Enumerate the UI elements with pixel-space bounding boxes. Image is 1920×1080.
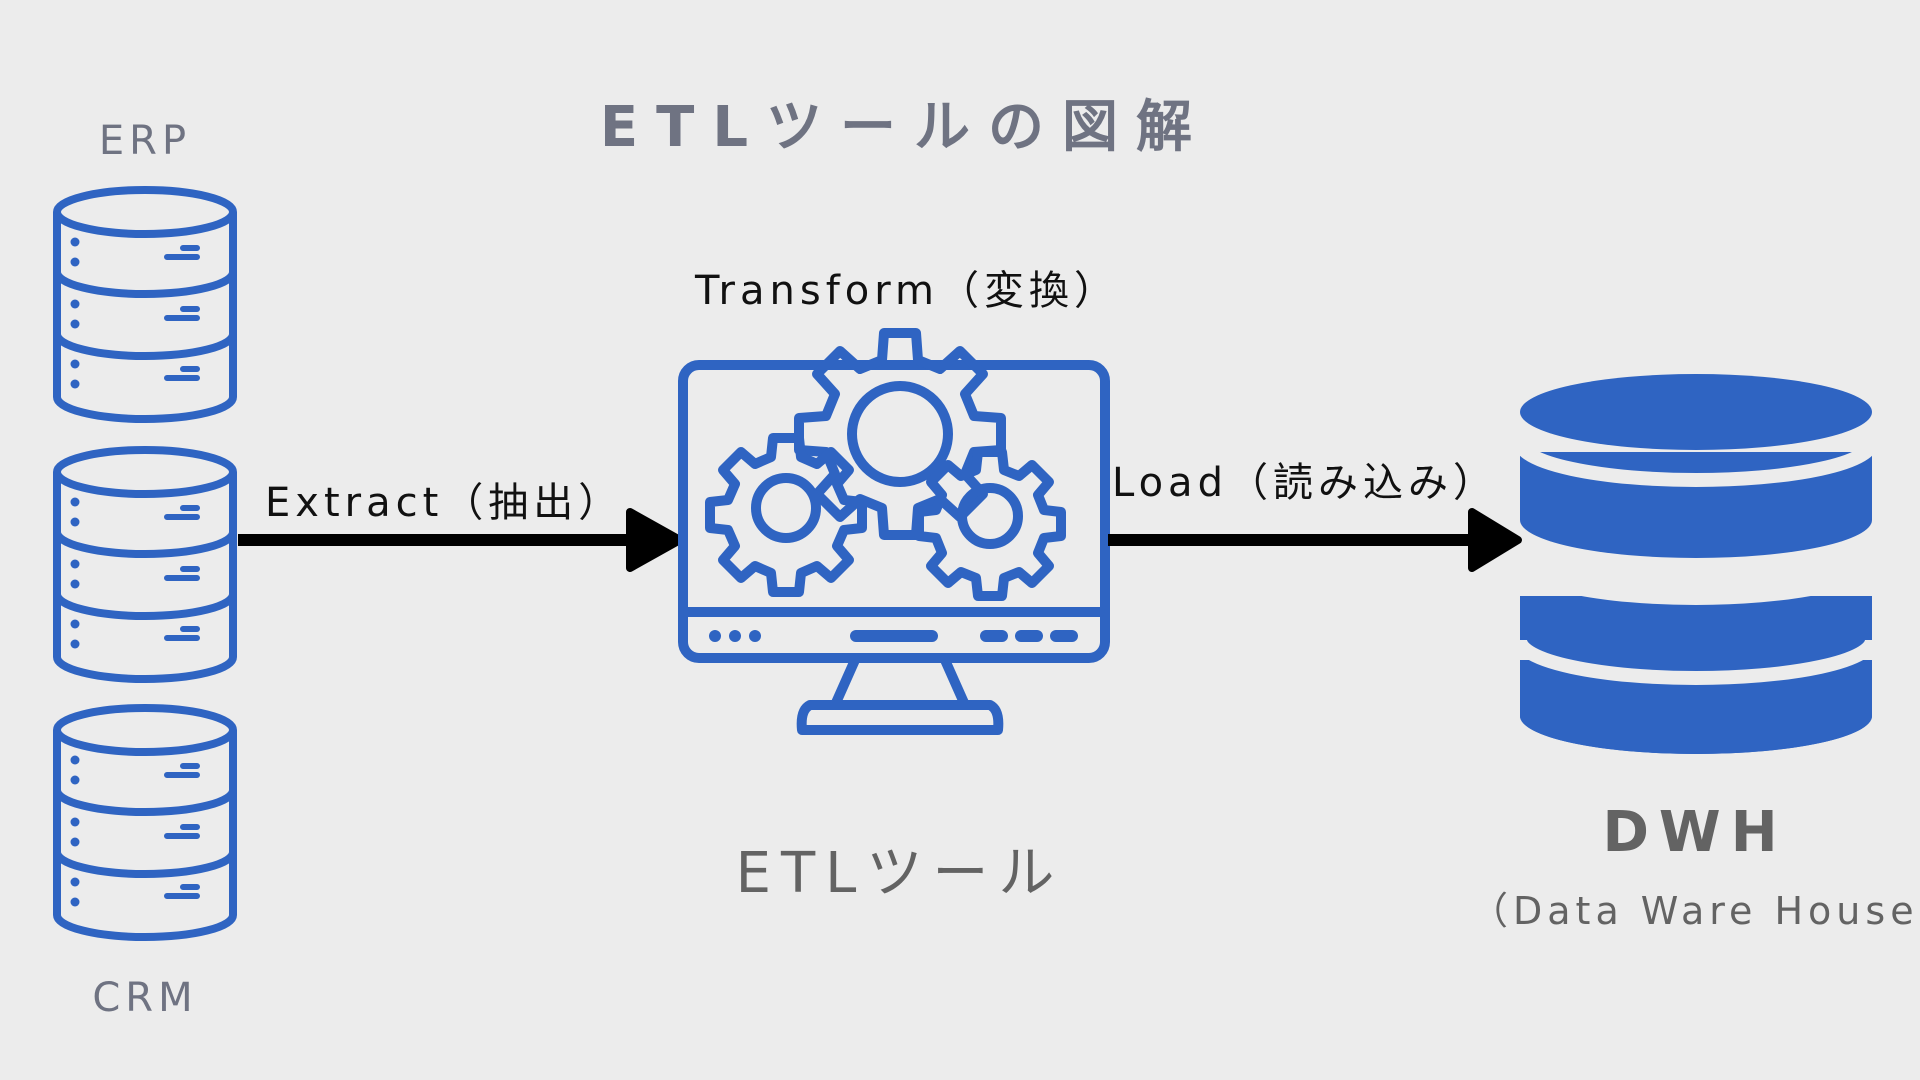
etl-tool-label: ETLツール bbox=[735, 841, 1065, 906]
dwh-label: DWH bbox=[1602, 800, 1788, 865]
extract-label: Extract（抽出） bbox=[265, 480, 624, 526]
load-label: Load（読み込み） bbox=[1112, 460, 1498, 506]
source-label-erp: ERP bbox=[98, 118, 192, 164]
transform-label: Transform（変換） bbox=[695, 268, 1119, 314]
dwh-sublabel: （Data Ware House） bbox=[1470, 889, 1920, 933]
source-label-crm: CRM bbox=[92, 975, 198, 1021]
diagram-title: ETLツールの図解 bbox=[599, 95, 1211, 160]
